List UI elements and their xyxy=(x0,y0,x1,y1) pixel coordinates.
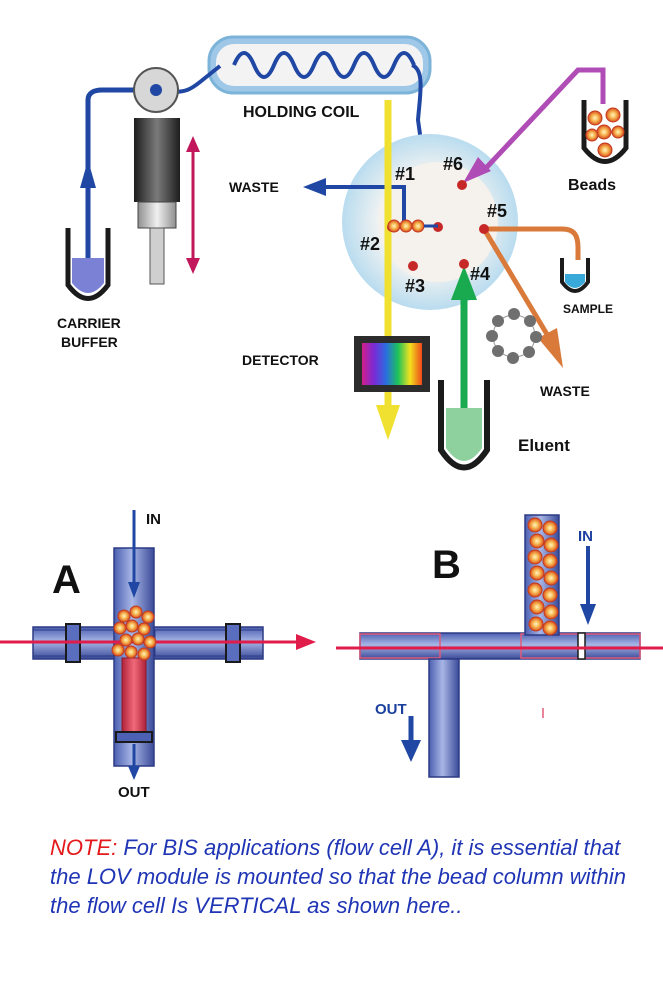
beads-in-vial xyxy=(585,107,625,158)
bead-ring xyxy=(486,308,542,364)
sample-vial xyxy=(560,258,590,293)
note-text: NOTE: For BIS applications (flow cell A)… xyxy=(50,833,650,920)
port-3-dot xyxy=(408,261,418,271)
port-2-label: #2 xyxy=(360,234,380,254)
flow-cell-a-out-label: OUT xyxy=(118,784,150,801)
flow-cell-b xyxy=(336,514,663,778)
port-3-label: #3 xyxy=(405,276,425,296)
flow-cell-b-letter: B xyxy=(432,543,461,587)
waste-right-arrowhead xyxy=(538,328,563,368)
bead-column-b xyxy=(527,517,559,636)
beads-label: Beads xyxy=(568,177,616,194)
detector xyxy=(354,336,430,392)
flow-cell-a xyxy=(0,510,316,780)
channel-beads xyxy=(387,219,438,233)
eluent-label: Eluent xyxy=(518,436,570,455)
beads-arrowhead xyxy=(463,157,491,183)
syringe-pump xyxy=(133,67,200,285)
carrier-up-arrowhead xyxy=(80,160,96,188)
port-5-dot xyxy=(479,224,489,234)
port-1-label: #1 xyxy=(395,164,415,184)
blue-line-carrier-to-syringe xyxy=(85,87,146,270)
beads-vial xyxy=(581,100,629,164)
waste-left-label: WASTE xyxy=(229,179,279,195)
flow-cell-b-in-label: IN xyxy=(578,528,593,545)
port-6-dot xyxy=(457,180,467,190)
waste-right-line xyxy=(481,227,551,338)
waste-left-arrowhead xyxy=(303,178,326,196)
port-4-label: #4 xyxy=(470,264,490,284)
flow-cell-b-out-label: OUT xyxy=(375,701,407,718)
carrier-buffer-vial xyxy=(65,228,111,301)
sample-label: SAMPLE xyxy=(563,302,613,316)
eluent-vial xyxy=(438,380,490,471)
holding-coil xyxy=(207,35,432,95)
flow-cell-a-in-label: IN xyxy=(146,511,161,528)
detector-label: DETECTOR xyxy=(242,352,319,368)
carrier-label: CARRIER xyxy=(57,315,121,331)
yellow-arrowhead xyxy=(376,405,400,440)
bead-column-a xyxy=(111,605,157,661)
note-body: For BIS applications (flow cell A), it i… xyxy=(50,835,627,918)
port-6-label: #6 xyxy=(443,154,463,174)
port-4-dot xyxy=(459,259,469,269)
flow-cell-a-letter: A xyxy=(52,558,81,602)
holding-coil-label: HOLDING COIL xyxy=(243,104,360,121)
waste-right-label: WASTE xyxy=(540,383,590,399)
note-prefix: NOTE: xyxy=(50,835,118,860)
sample-line xyxy=(484,226,581,260)
coil-helix xyxy=(232,51,416,79)
eluent-arrowhead xyxy=(451,266,477,300)
buffer-label: BUFFER xyxy=(61,334,118,350)
port-5-label: #5 xyxy=(487,201,507,221)
waste-left-line xyxy=(326,185,406,226)
beads-line xyxy=(484,67,606,170)
